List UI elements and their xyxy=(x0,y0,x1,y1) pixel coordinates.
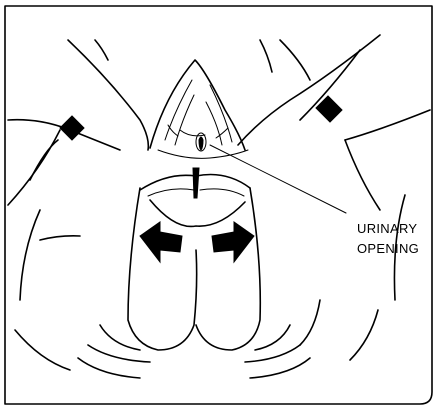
label-line-1: URINARY xyxy=(357,221,417,236)
left-arrow xyxy=(140,222,182,262)
urinary-opening-label: URINARY OPENING xyxy=(357,221,421,256)
left-thigh-diamond xyxy=(60,116,84,140)
left-hand xyxy=(78,188,197,378)
label-line-2: OPENING xyxy=(357,241,419,256)
vaginal-opening xyxy=(140,168,250,226)
right-thigh xyxy=(238,35,430,300)
left-leg-lower xyxy=(15,330,70,370)
frame-border xyxy=(5,6,432,404)
urinary-opening-inner xyxy=(199,137,203,150)
right-arrow xyxy=(212,222,254,262)
right-hand xyxy=(196,188,320,378)
urinary-opening-leader-line xyxy=(210,145,346,213)
left-thigh xyxy=(8,40,148,300)
right-leg-lower xyxy=(350,310,378,360)
